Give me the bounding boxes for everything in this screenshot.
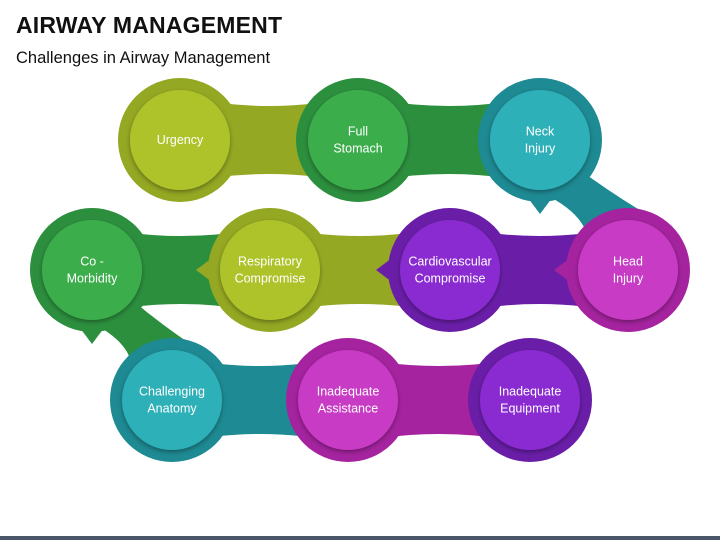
node-pointer: [376, 258, 392, 282]
node-pointer: [406, 388, 422, 412]
node-pointer: [80, 328, 104, 344]
node-co-morbidity: Co -Morbidity: [30, 208, 154, 344]
slide-subtitle: Challenges in Airway Management: [16, 49, 271, 67]
node-disc: [578, 220, 678, 320]
node-disc: [480, 350, 580, 450]
node-disc: [42, 220, 142, 320]
node-pointer: [238, 128, 254, 152]
node-disc: [308, 90, 408, 190]
node-pointer: [554, 258, 570, 282]
node-urgency: Urgency: [118, 78, 254, 202]
node-disc: [298, 350, 398, 450]
bottom-accent-bar: [0, 536, 720, 540]
node-disc: [490, 90, 590, 190]
node-label: Co -Morbidity: [67, 255, 118, 286]
node-disc: [400, 220, 500, 320]
node-pointer: [528, 198, 552, 214]
node-label: Urgency: [157, 133, 204, 147]
node-pointer: [196, 258, 212, 282]
node-disc: [122, 350, 222, 450]
node-pointer: [230, 388, 246, 412]
node-disc: [130, 90, 230, 190]
slide-title: AIRWAY MANAGEMENT: [16, 12, 283, 38]
node-disc: [220, 220, 320, 320]
node-pointer: [416, 128, 432, 152]
